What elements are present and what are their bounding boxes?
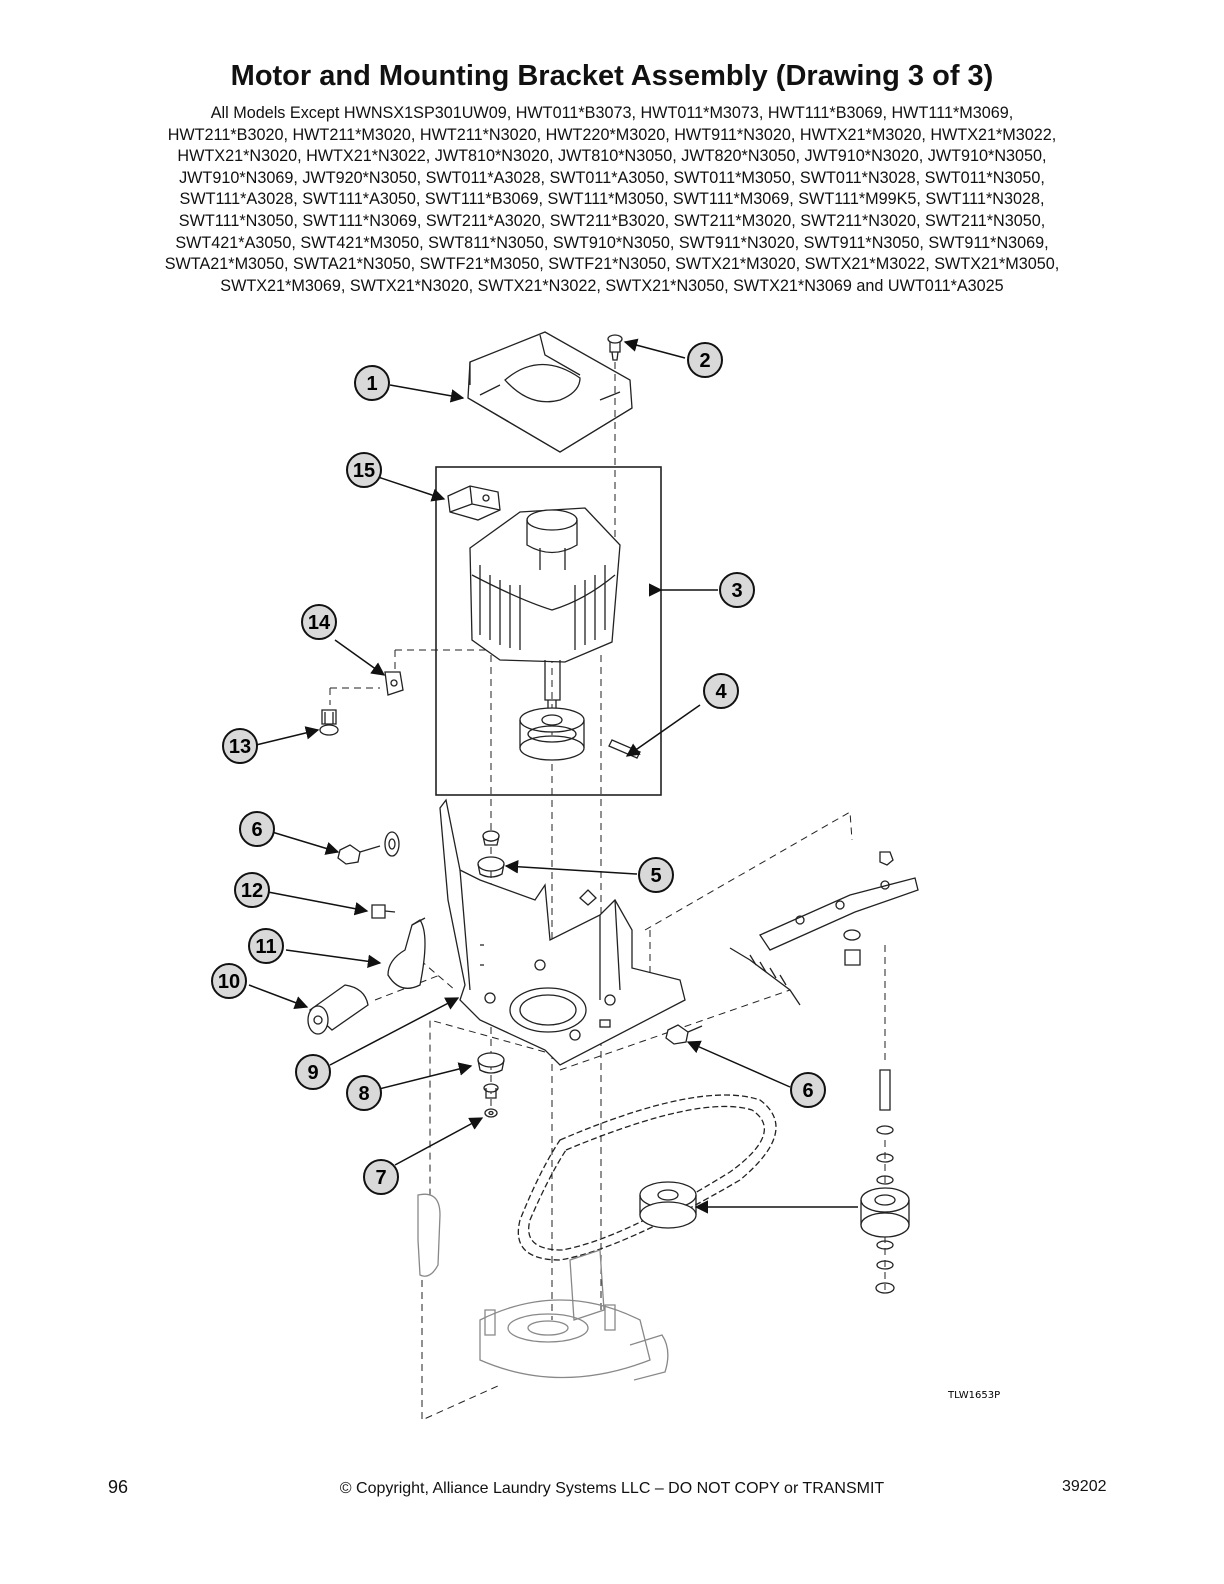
motor-kit-box [435,466,662,796]
callout-number: 6 [251,819,262,841]
callout-circle [346,452,382,488]
spacer-nut-part [483,1083,499,1118]
callout-8: 8 [346,1075,382,1111]
callout-1: 1 [354,365,390,401]
callout-12: 12 [234,872,270,908]
callout-2: 2 [687,342,723,378]
callout-number: 7 [375,1167,386,1189]
callout-number: 1 [366,373,377,395]
callout-number: 9 [307,1062,318,1084]
callout-5: 5 [638,857,674,893]
model-line: HWTX21*N3020, HWTX21*N3022, JWT810*N3020… [177,147,1047,166]
model-line: JWT910*N3069, JWT920*N3050, SWT011*A3028… [179,168,1045,187]
model-line: SWT111*A3028, SWT111*A3050, SWT111*B3069… [179,190,1045,209]
drive-belt [517,1094,777,1261]
document-number: 39202 [1062,1478,1107,1495]
idler-stack-part [860,1069,910,1294]
capacitor-part [307,984,369,1035]
callout-circle [687,342,723,378]
callout-10: 10 [211,963,247,999]
callout-circle [363,1159,399,1195]
callout-number: 4 [715,681,727,703]
callout-13: 13 [222,728,258,764]
callout-3: 3 [719,572,755,608]
callout-circle [354,365,390,401]
callout-number: 8 [358,1083,369,1105]
callout-circle [211,963,247,999]
model-line: SWT421*A3050, SWT421*M3050, SWT811*N3050… [175,233,1049,252]
switch-clip-part [447,485,501,521]
model-line: SWT111*N3050, SWT111*N3069, SWT211*A3020… [178,211,1046,230]
callout-number: 15 [353,460,375,482]
callout-14: 14 [301,604,337,640]
callout-number: 3 [731,580,742,602]
callout-circle [790,1072,826,1108]
callout-6: 6 [239,811,275,847]
page-number: 96 [108,1477,129,1497]
callout-circle [239,811,275,847]
mounting-bracket-part [439,798,686,1066]
callout-15: 15 [346,452,382,488]
model-line: HWT211*B3020, HWT211*M3020, HWT211*N3020… [167,125,1057,144]
model-line: SWTA21*M3050, SWTA21*N3050, SWTF21*M3050… [164,255,1060,274]
belt-tensioner-linkage [729,851,919,1006]
motor-cover-part [467,331,633,453]
callout-9: 9 [295,1054,331,1090]
drive-motor-part [469,507,621,713]
callout-circle [234,872,270,908]
wire-clip-part [384,671,404,696]
callout-circle [295,1054,331,1090]
callout-circle [222,728,258,764]
callout-circle [301,604,337,640]
model-list: All Models Except HWNSX1SP301UW09, HWT01… [100,103,1124,297]
callout-number: 6 [802,1080,813,1102]
bolt-left-part [337,831,400,865]
page-title: Motor and Mounting Bracket Assembly (Dra… [230,60,994,92]
callout-number: 13 [229,736,251,758]
callout-number: 11 [255,936,276,958]
callout-number: 5 [650,865,661,887]
bolt-right-part [665,1024,703,1045]
callout-7: 7 [363,1159,399,1195]
callout-number: 10 [218,971,240,993]
capacitor-strap-part [387,917,426,989]
model-line: All Models Except HWNSX1SP301UW09, HWT01… [210,104,1014,122]
callout-circle [346,1075,382,1111]
callout-11: 11 [248,928,284,964]
bracket-screw-part [319,709,339,736]
model-line: SWTX21*M3069, SWTX21*N3020, SWTX21*N3022… [220,276,1004,295]
cover-screw-part [607,334,623,361]
copyright-notice: © Copyright, Alliance Laundry Systems LL… [339,1480,885,1497]
callout-circle [248,928,284,964]
drawing-code: TLW1653P [947,1390,1000,1401]
callout-6: 6 [790,1072,826,1108]
callout-circle [719,572,755,608]
callout-4: 4 [703,673,739,709]
pump-assembly-ghost [417,1193,669,1381]
motor-mount-grommet-part [477,830,505,1074]
motor-pulley-part [519,707,641,761]
callout-circle [703,673,739,709]
clamp-screw-part [371,904,396,919]
callout-number: 14 [308,612,331,634]
callout-number: 2 [699,350,710,372]
pump-pulley [639,1181,697,1229]
callout-circle [638,857,674,893]
callout-number: 12 [241,880,263,902]
